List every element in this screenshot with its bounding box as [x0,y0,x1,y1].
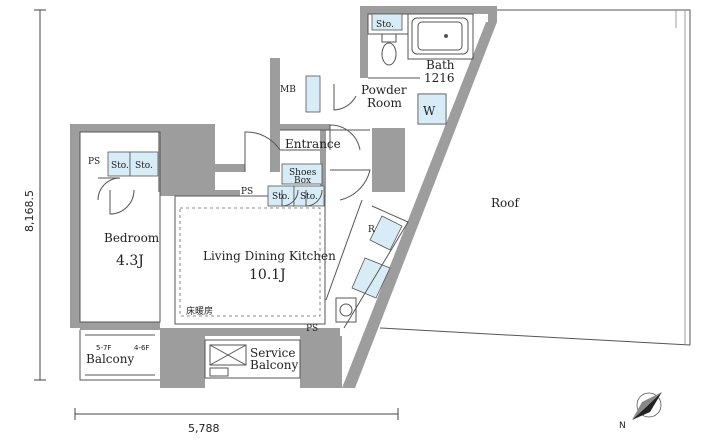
washer-label: W [423,104,436,118]
north-arrow-icon: N [619,392,662,431]
roof-label: Roof [491,196,520,210]
kitchen-counter [325,199,409,329]
entrance-label: Entrance [285,137,341,151]
ldk-label: Living Dining Kitchen [203,249,336,263]
bedroom-size-label: 4.3J [116,253,144,269]
floor-heating-label: 床暖房 [186,305,213,317]
floor-heating-area [179,207,321,317]
ldk-size-label: 10.1J [249,267,286,283]
bedroom-sto-label-2: Sto. [135,161,153,171]
bedroom-sto-label-1: Sto. [111,161,129,171]
powder-room-label-1: Powder [361,83,407,97]
shoes-box-label-1: Shoes [289,168,317,178]
balcony-label: Balcony [86,352,134,366]
ldk-sto-label-2: Sto. [300,192,318,202]
bath-size-label: 1216 [424,71,455,85]
service-balcony-label-1: Service [250,346,296,360]
shoes-box-label-2: Box [294,176,311,186]
ps-label-bedroom: PS [88,157,100,167]
balcony-note-left: 5-7F [96,344,111,352]
width-dimension-label: 5,788 [188,422,220,435]
sink-icon [335,297,357,323]
bathtub [411,17,469,55]
service-balcony-label-2: Balcony [250,358,298,372]
bedroom-label: Bedroom [104,231,160,245]
service-balcony-equipment [209,344,247,377]
ldk-sto-label-1: Sto. [272,192,290,202]
toilet-icon [381,33,397,66]
compass-letter: N [619,421,626,431]
bath-label: Bath [426,58,455,72]
walls [70,6,497,388]
width-dimension: 5,788 [74,408,399,435]
roof-area: Roof [379,9,691,346]
room-labels: Sto. Bath 1216 Powder Room MB W Entrance… [86,20,455,372]
mb-label: MB [280,85,296,95]
balcony-note-right: 4-6F [134,344,149,352]
ps-label-kitchen: PS [306,324,318,334]
sto-label: Sto. [376,20,394,30]
doors [97,84,371,215]
height-dimension: 8,168.5 [23,9,46,381]
ps-label-entrance: PS [241,187,253,197]
height-dimension-label: 8,168.5 [23,190,36,232]
powder-room-label-2: Room [367,96,402,110]
refrigerator-label: R [368,225,375,235]
